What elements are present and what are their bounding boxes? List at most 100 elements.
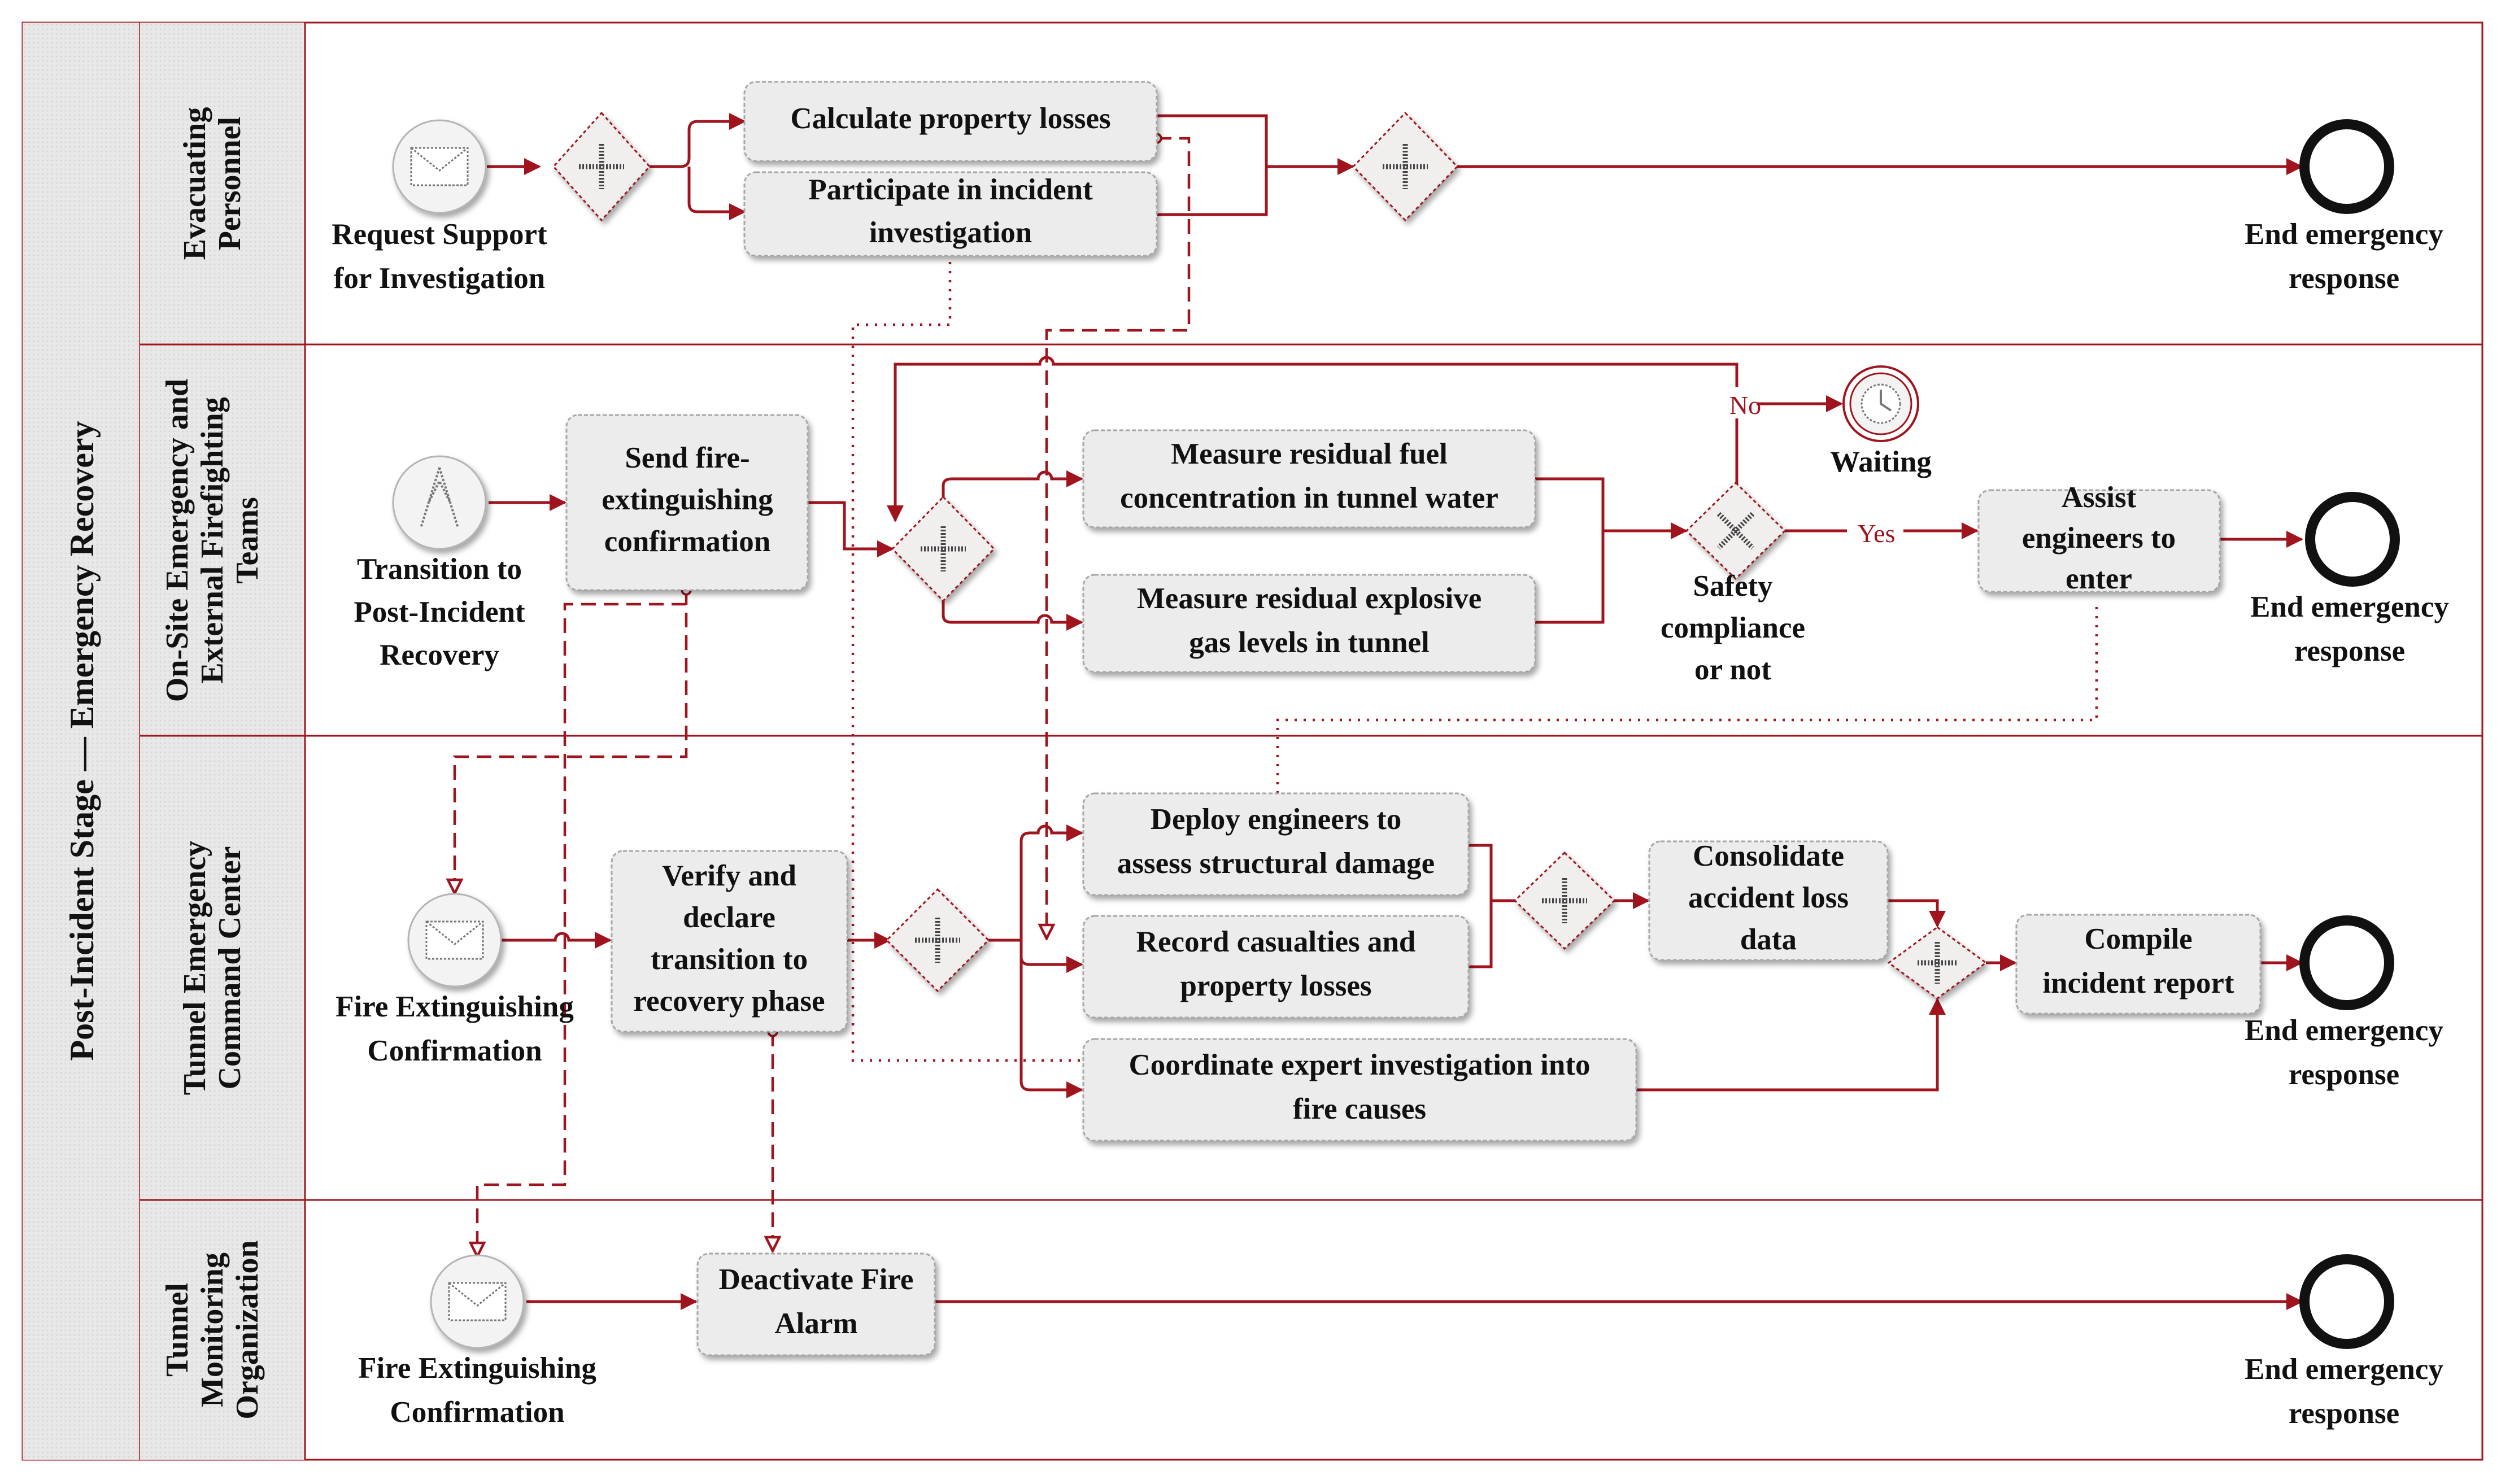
text-line: confirmation xyxy=(604,525,770,558)
text-line: External Firefighting xyxy=(195,397,230,684)
flow xyxy=(1469,844,1493,968)
text-line: End emergency xyxy=(2245,218,2443,251)
flow xyxy=(1157,167,1268,216)
text-line: Consolidate xyxy=(1693,840,1844,872)
parallel-gateway[interactable] xyxy=(885,888,990,993)
text-line: Deactivate Fire xyxy=(719,1263,914,1296)
task-consolidate-accident-loss-data[interactable]: Consolidate accident loss data xyxy=(1648,840,1889,961)
text-line: compliance xyxy=(1661,612,1805,644)
envelope-icon xyxy=(410,147,469,186)
text-line: declare xyxy=(683,901,775,934)
text-line: Evacuating xyxy=(177,107,212,260)
task-measure-residual-fuel[interactable]: Measure residual fuel concentration in tu… xyxy=(1082,429,1536,529)
exclusive-gateway-safety-compliance[interactable] xyxy=(1685,481,1787,580)
text-line: Fire Extinguishing xyxy=(358,1352,596,1385)
text-line: data xyxy=(1740,923,1797,956)
text-line: Waiting xyxy=(1830,446,1932,478)
text-line: concentration in tunnel water xyxy=(1120,482,1498,514)
text-line: End emergency xyxy=(2245,1353,2443,1386)
text-line: Fire Extinguishing xyxy=(336,990,574,1023)
text-line: response xyxy=(2289,1397,2399,1430)
text-line: for Investigation xyxy=(334,262,545,295)
envelope-icon xyxy=(448,1282,507,1321)
parallel-gateway[interactable] xyxy=(1887,926,1988,999)
message-flow xyxy=(455,590,686,893)
label-waiting: Waiting xyxy=(1830,446,1932,478)
envelope-icon xyxy=(425,920,484,960)
text-line: Alarm xyxy=(774,1307,857,1340)
start-event-transition-signal[interactable] xyxy=(392,455,487,550)
text-line: or not xyxy=(1694,653,1771,686)
message-flow xyxy=(477,603,686,1256)
text-line: enter xyxy=(2066,562,2132,595)
text-line: response xyxy=(2289,1058,2399,1091)
gateways xyxy=(552,111,1988,999)
flow xyxy=(500,932,612,949)
timer-icon xyxy=(1860,383,1901,424)
label-end-emergency-response: End emergency response xyxy=(2245,1353,2443,1430)
text-line: Tunnel xyxy=(160,1283,195,1377)
pool-title: Post-Incident Stage — Emergency Recovery xyxy=(63,421,101,1060)
parallel-gateway[interactable] xyxy=(552,111,651,222)
text-line: End emergency xyxy=(2245,1014,2443,1047)
text-line: Confirmation xyxy=(367,1035,542,1067)
labels: Request Support for Investigation Transit… xyxy=(332,218,2449,1430)
text-line: Command Center xyxy=(212,846,247,1090)
text-line: response xyxy=(2289,262,2399,295)
parallel-gateway[interactable] xyxy=(1513,851,1616,950)
end-event[interactable] xyxy=(2299,1254,2394,1349)
text-line: Monitoring xyxy=(195,1252,230,1407)
intermediate-event-waiting[interactable] xyxy=(1842,365,1919,442)
end-event[interactable] xyxy=(2299,915,2394,1010)
start-event-request-support[interactable] xyxy=(392,119,487,214)
start-event-fire-extinguishing-confirmation-monitoring[interactable] xyxy=(430,1254,525,1349)
label-end-emergency-response: End emergency response xyxy=(2245,218,2443,295)
text-line: property losses xyxy=(1180,970,1371,1002)
text-line: accident loss xyxy=(1688,881,1849,914)
task-record-casualties[interactable]: Record casualties and property losses xyxy=(1082,915,1470,1019)
flow xyxy=(1157,114,1354,175)
text-line: Recovery xyxy=(380,639,499,671)
task-calculate-property-losses[interactable]: Calculate property losses xyxy=(743,81,1158,162)
end-event[interactable] xyxy=(2305,492,2400,587)
flow-label-yes: Yes xyxy=(1858,519,1896,548)
message-flows xyxy=(455,138,1191,1256)
text-line: Record casualties and xyxy=(1136,926,1416,958)
parallel-gateway[interactable] xyxy=(1352,111,1459,222)
text-line: investigation xyxy=(869,216,1032,249)
flow xyxy=(1019,957,1083,1098)
text-line: Request Support xyxy=(332,218,547,251)
text-line: Compile xyxy=(2084,923,2192,955)
flow xyxy=(687,167,746,220)
end-event[interactable] xyxy=(2299,119,2394,214)
lane-title-onsite-emergency-teams: On-Site Emergency andExternal Firefighti… xyxy=(160,379,265,702)
text-line: Verify and xyxy=(662,859,796,892)
start-event-fire-extinguishing-confirmation[interactable] xyxy=(407,893,502,988)
text-line: extinguishing xyxy=(602,483,773,516)
text-line: Personnel xyxy=(212,117,247,250)
text-line: Tunnel Emergency xyxy=(177,841,212,1095)
pool-frame xyxy=(21,21,2483,1461)
parallel-gateway[interactable] xyxy=(891,495,996,603)
events xyxy=(392,119,2400,1349)
text-line: Measure residual fuel xyxy=(1171,438,1448,470)
